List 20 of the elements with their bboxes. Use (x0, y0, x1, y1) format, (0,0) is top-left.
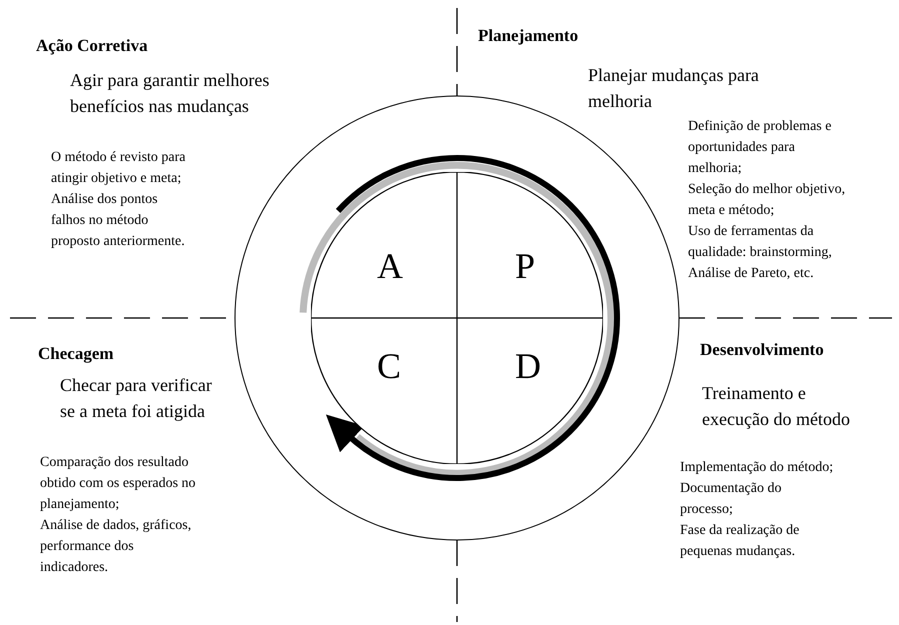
phase-details: Definição de problemas e oportunidades para melhoria; Seleção do melhor objetivo, meta e método; Uso de ferramentas da qualidade: brainstorming, Análise de Pareto, etc. (688, 118, 846, 283)
phase-details: Comparação dos resultado obtido com os esperados no planejamento; Análise de dados, gráficos, performance dos indicadores. (40, 454, 196, 577)
phase-summary: Treinamento e execução do método (702, 382, 850, 431)
phase-details: Implementação do método; Documentação do processo; Fase da realização de pequenas mudanças. (680, 459, 834, 561)
quadrant-segment (311, 318, 457, 464)
phase-summary: Agir para garantir melhores benefícios nas mudanças (70, 69, 270, 118)
section-heading: Checagem (38, 344, 115, 364)
quadrant-letter: P (515, 246, 536, 286)
section-heading: Desenvolvimento (700, 340, 825, 360)
section-heading: Ação Corretiva (36, 36, 149, 56)
quadrant-letter: D (515, 346, 541, 386)
phase-summary: Checar para verificar se a meta foi atigida (60, 374, 212, 423)
quadrant-letter: A (377, 246, 403, 286)
phase-summary: Planejar mudanças para melhoria (588, 64, 759, 113)
quadrant-segment (457, 318, 603, 464)
section-heading: Planejamento (478, 26, 580, 46)
quadrant-segment (311, 172, 457, 318)
quadrant-segment (457, 172, 603, 318)
quadrant-letter: C (377, 346, 402, 386)
phase-details: O método é revisto para atingir objetivo e meta; Análise dos pontos falhos no método proposto anteriormente. (51, 149, 186, 251)
